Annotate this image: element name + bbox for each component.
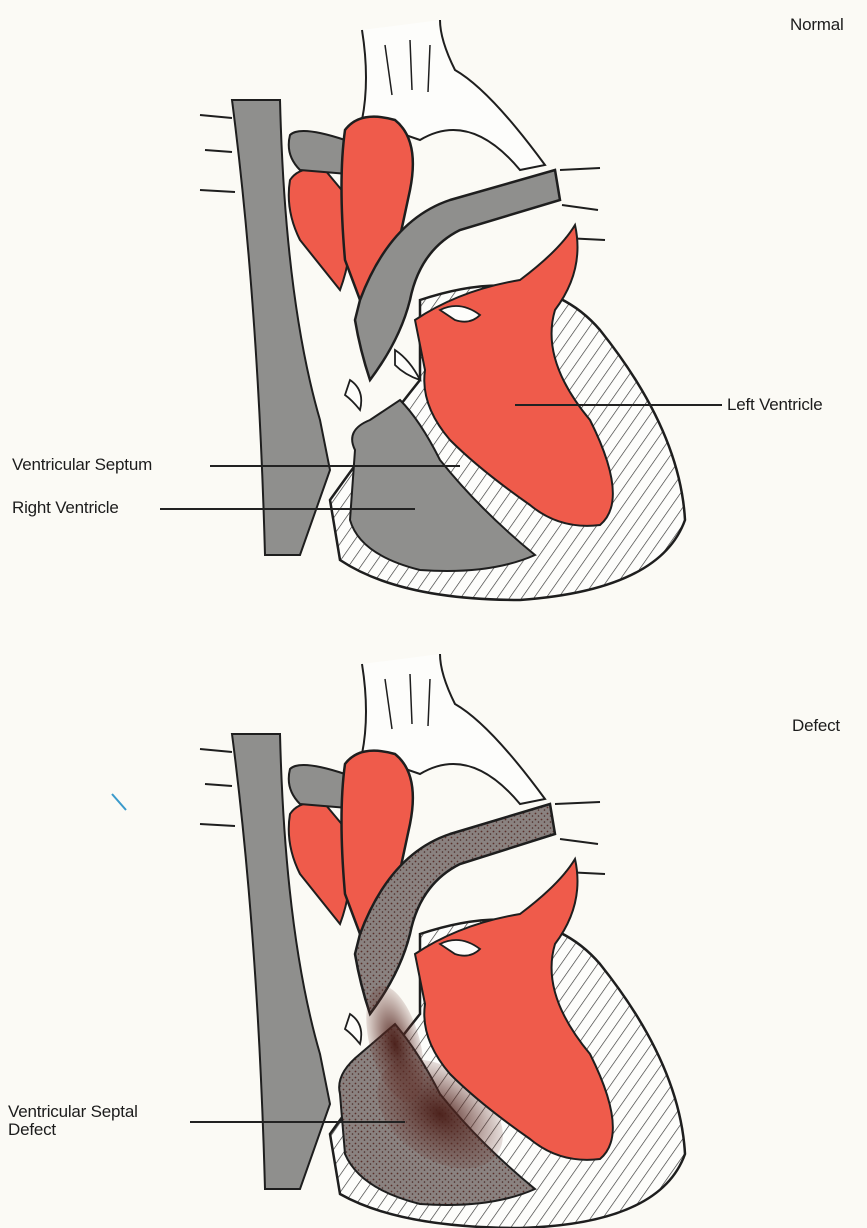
label-right-ventricle: Right Ventricle — [12, 498, 119, 517]
normal-heart-illustration — [0, 0, 867, 614]
leader-ventricular-septal-defect — [190, 1121, 405, 1123]
label-ventricular-septal-defect-line2: Defect — [8, 1120, 56, 1139]
leader-ventricular-septum — [210, 465, 460, 467]
leader-left-ventricle — [515, 404, 722, 406]
normal-heart-panel: Normal Left Ventricle Ventricular Septum… — [0, 0, 867, 614]
leader-right-ventricle — [160, 508, 415, 510]
defect-heart-illustration — [0, 614, 867, 1228]
label-ventricular-septum: Ventricular Septum — [12, 455, 152, 474]
label-left-ventricle: Left Ventricle — [727, 395, 822, 414]
panel-heading-normal: Normal — [790, 15, 844, 34]
defect-heart-panel: Defect Ventricular Septal Defect — [0, 614, 867, 1228]
label-ventricular-septal-defect-line1: Ventricular Septal — [8, 1102, 138, 1121]
panel-heading-defect: Defect — [792, 716, 840, 735]
